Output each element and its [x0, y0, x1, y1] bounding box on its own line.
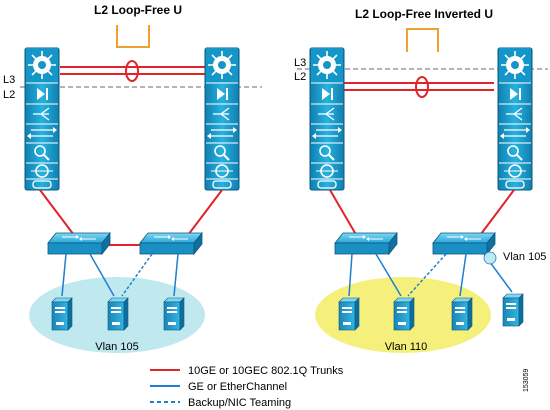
right-server-3 — [451, 297, 473, 331]
left-access-switch-1 — [47, 232, 111, 255]
legend: 10GE or 10GEC 802.1Q Trunks GE or EtherC… — [150, 365, 344, 409]
left-agg-switch-2 — [204, 47, 240, 191]
right-title: L2 Loop-Free Inverted U — [355, 7, 493, 21]
right-server-1 — [338, 297, 360, 331]
right-server-backup-link — [407, 253, 447, 297]
u-topology-icon — [116, 25, 150, 48]
left-server-2 — [107, 297, 129, 331]
right-access-switch-1 — [334, 232, 398, 255]
left-l2-label: L2 — [3, 89, 15, 101]
left-vlan-label: Vlan 105 — [95, 341, 138, 353]
right-server-link-2 — [375, 253, 402, 297]
left-etherchannel-icon — [125, 60, 139, 82]
legend-label-trunk: 10GE or 10GEC 802.1Q Trunks — [188, 365, 344, 377]
right-vlan-label: Vlan 110 — [385, 341, 428, 353]
left-l3-label: L3 — [3, 74, 15, 86]
left-server-3 — [163, 297, 185, 331]
figure-id: 153059 — [523, 369, 530, 392]
left-server-backup-link — [121, 253, 153, 297]
left-server-link-3 — [173, 253, 179, 297]
legend-label-ge: GE or EtherChannel — [188, 381, 287, 393]
right-l2-label: L2 — [294, 71, 306, 83]
right-agg-switch-1 — [309, 47, 345, 191]
right-server-link-1 — [348, 253, 353, 297]
left-server-link-2 — [89, 253, 115, 297]
left-server-1 — [51, 297, 73, 331]
legend-label-backup: Backup/NIC Teaming — [188, 397, 291, 409]
right-vlan-side-label: Vlan 105 — [503, 251, 546, 263]
right-uplink-2 — [477, 189, 515, 239]
left-agg-switch-1 — [24, 47, 60, 191]
left-server-link-1 — [61, 253, 67, 297]
right-etherchannel-icon — [415, 76, 429, 98]
right-access-switch-2 — [432, 232, 496, 255]
right-agg-switch-2 — [497, 47, 533, 191]
right-server-link-3 — [459, 253, 467, 297]
left-title: L2 Loop-Free U — [94, 3, 182, 17]
right-server-4 — [502, 293, 524, 327]
left-access-switch-2 — [139, 232, 203, 255]
inverted-u-topology-icon — [406, 28, 439, 52]
right-l3-label: L3 — [294, 57, 306, 69]
right-uplink-1 — [329, 189, 359, 239]
right-server-2 — [393, 297, 415, 331]
vlan-side-marker — [483, 251, 497, 265]
